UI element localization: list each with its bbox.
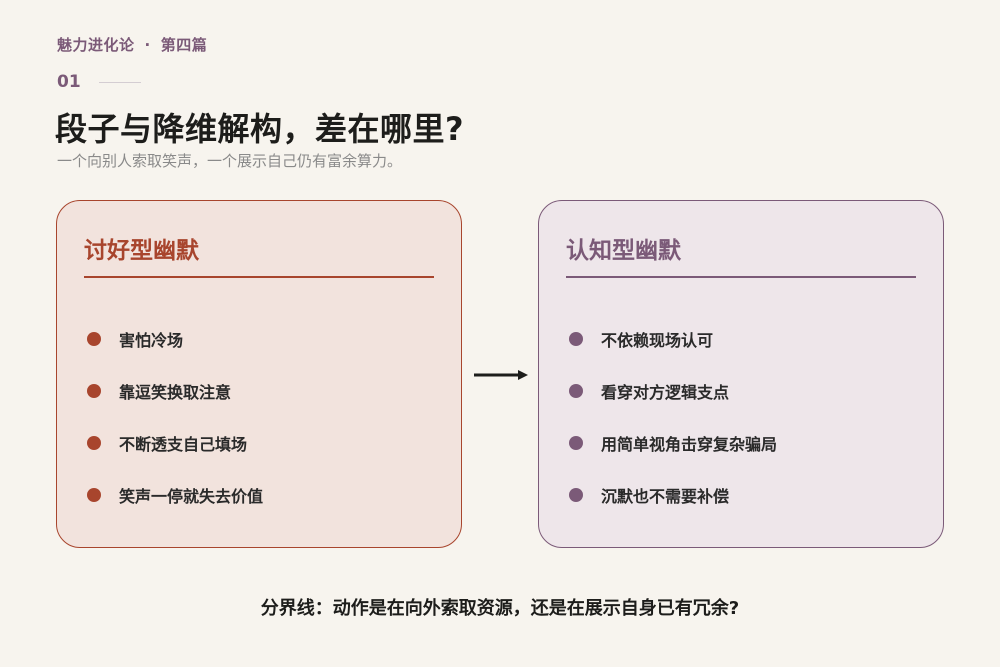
list-item-label: 不断透支自己填场 [119,435,248,454]
bullet-dot-icon [87,384,101,398]
card-cognitive-humor: 认知型幽默 不依赖现场认可 看穿对方逻辑支点 用简单视角击穿复杂骗局 沉默也不需… [538,200,944,548]
card-divider-right [566,276,916,278]
card-pleasing-humor: 讨好型幽默 害怕冷场 靠逗笑换取注意 不断透支自己填场 笑声一停就失去价值 [56,200,462,548]
card-list-left: 害怕冷场 靠逗笑换取注意 不断透支自己填场 笑声一停就失去价值 [87,313,263,521]
bullet-dot-icon [87,488,101,502]
card-title-right: 认知型幽默 [566,238,681,264]
list-item-label: 靠逗笑换取注意 [119,383,232,402]
list-item: 用简单视角击穿复杂骗局 [569,417,777,469]
list-item: 看穿对方逻辑支点 [569,365,777,417]
arrow-right-icon [474,370,528,380]
section-number: 01 [57,72,81,92]
list-item-label: 笑声一停就失去价值 [119,487,264,506]
page-title: 段子与降维解构，差在哪里? [55,110,465,148]
bullet-dot-icon [569,436,583,450]
footer-conclusion: 分界线：动作是在向外索取资源，还是在展示自身已有冗余? [260,598,740,619]
list-item: 靠逗笑换取注意 [87,365,263,417]
card-divider-left [84,276,434,278]
section-number-divider [98,81,141,83]
list-item-label: 看穿对方逻辑支点 [601,383,730,402]
bullet-dot-icon [87,436,101,450]
list-item: 害怕冷场 [87,313,263,365]
list-item: 笑声一停就失去价值 [87,469,263,521]
bullet-dot-icon [87,332,101,346]
bullet-dot-icon [569,488,583,502]
list-item-label: 不依赖现场认可 [601,331,714,350]
list-item: 不依赖现场认可 [569,313,777,365]
list-item-label: 害怕冷场 [119,331,184,350]
episode-label: 第四篇 [160,36,208,54]
series-label: 魅力进化论 · 第四篇 [57,34,207,55]
card-title-left: 讨好型幽默 [84,238,199,264]
section-number-row: 01 [57,72,141,92]
list-item: 沉默也不需要补偿 [569,469,777,521]
page-subtitle: 一个向别人索取笑声，一个展示自己仍有富余算力。 [57,152,403,170]
bullet-dot-icon [569,384,583,398]
bullet-dot-icon [569,332,583,346]
list-item-label: 用简单视角击穿复杂骗局 [601,435,778,454]
list-item-label: 沉默也不需要补偿 [601,487,730,506]
series-name: 魅力进化论 [57,36,135,54]
card-list-right: 不依赖现场认可 看穿对方逻辑支点 用简单视角击穿复杂骗局 沉默也不需要补偿 [569,313,777,521]
list-item: 不断透支自己填场 [87,417,263,469]
series-separator: · [144,36,151,54]
